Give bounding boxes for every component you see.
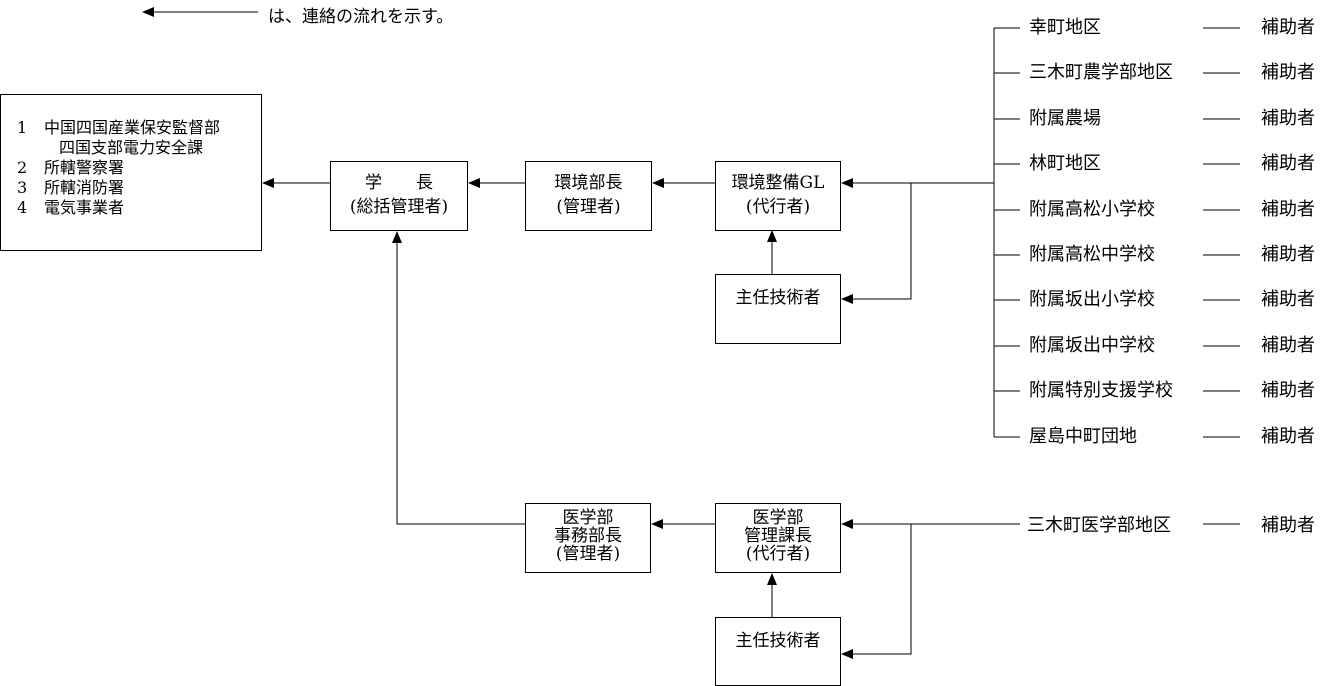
district-name: 林町地区 xyxy=(1029,153,1101,174)
district-name: 三木町農学部地区 xyxy=(1029,62,1173,83)
med-district-role: 補助者 xyxy=(1261,515,1315,536)
med-office-line-1: 医学部 xyxy=(562,508,614,528)
notify-item-1-line-2: 四国支部電力安全課 xyxy=(59,138,204,157)
arrow-med-office-to-president xyxy=(392,231,525,525)
med-office-box: 医学部 事務部長 (管理者) xyxy=(525,503,651,573)
district-name: 附属高松小学校 xyxy=(1029,199,1155,220)
district-name: 附属坂出小学校 xyxy=(1029,289,1155,310)
arrow-med-district-to-chief2 xyxy=(841,524,912,659)
env-director-title: 環境部長 xyxy=(554,173,623,193)
chief-engineer-2-title: 主任技術者 xyxy=(735,631,821,651)
arrow-districts-to-chief1 xyxy=(841,183,912,304)
env-gl-role: (代行者) xyxy=(745,197,811,217)
district-role: 補助者 xyxy=(1261,335,1315,356)
med-mgmt-box: 医学部 管理課長 (代行者) xyxy=(715,503,841,573)
district-name: 附属農場 xyxy=(1029,108,1101,129)
president-box: 学 長 (総括管理者) xyxy=(330,161,468,231)
district-name: 屋島中町団地 xyxy=(1029,426,1137,447)
chief-engineer-box-2: 主任技術者 xyxy=(715,617,841,686)
district-role: 補助者 xyxy=(1261,289,1315,310)
notify-item-4-num: 4 xyxy=(17,198,28,217)
district-role: 補助者 xyxy=(1261,426,1315,447)
med-district-name: 三木町医学部地区 xyxy=(1027,515,1171,536)
district-name: 附属坂出中学校 xyxy=(1029,335,1155,356)
notify-item-1-num: 1 xyxy=(17,118,28,137)
district-name: 附属高松中学校 xyxy=(1029,244,1155,265)
med-office-line-2: 事務部長 xyxy=(554,526,622,546)
district-branch-lines xyxy=(994,27,1240,525)
district-role: 補助者 xyxy=(1261,17,1315,38)
district-role: 補助者 xyxy=(1261,199,1315,220)
chief-engineer-1-title: 主任技術者 xyxy=(735,288,821,308)
president-title: 学 長 xyxy=(365,173,433,193)
district-role: 補助者 xyxy=(1261,153,1315,174)
notify-item-1-line-1: 中国四国産業保安監督部 xyxy=(44,118,221,137)
notify-item-4-line-1: 電気事業者 xyxy=(44,198,125,217)
notify-item-3-num: 3 xyxy=(17,178,28,197)
notify-item-3-line-1: 所轄消防署 xyxy=(44,178,125,197)
env-gl-box: 環境整備GL (代行者) xyxy=(715,161,841,231)
med-mgmt-line-2: 管理課長 xyxy=(744,526,812,546)
district-role: 補助者 xyxy=(1261,244,1315,265)
district-name: 附属特別支援学校 xyxy=(1029,380,1173,401)
president-role: (総括管理者) xyxy=(349,197,449,217)
med-mgmt-role: (代行者) xyxy=(745,544,811,564)
district-role: 補助者 xyxy=(1261,380,1315,401)
notify-item-2-num: 2 xyxy=(17,158,28,177)
notify-item-2-line-1: 所轄警察署 xyxy=(44,158,125,177)
med-office-role: (管理者) xyxy=(555,544,621,564)
legend-text: は、連絡の流れを示す。 xyxy=(268,7,454,27)
district-role: 補助者 xyxy=(1261,108,1315,129)
env-gl-title: 環境整備GL xyxy=(731,173,825,193)
chief-engineer-box-1: 主任技術者 xyxy=(715,274,841,344)
env-director-role: (管理者) xyxy=(556,197,621,217)
env-director-box: 環境部長 (管理者) xyxy=(525,161,652,231)
district-name: 幸町地区 xyxy=(1029,17,1101,38)
notification-targets-box: 1 中国四国産業保安監督部 四国支部電力安全課 2 所轄警察署 3 所轄消防署 … xyxy=(0,94,262,251)
district-role: 補助者 xyxy=(1261,62,1315,83)
med-mgmt-line-1: 医学部 xyxy=(752,508,804,528)
